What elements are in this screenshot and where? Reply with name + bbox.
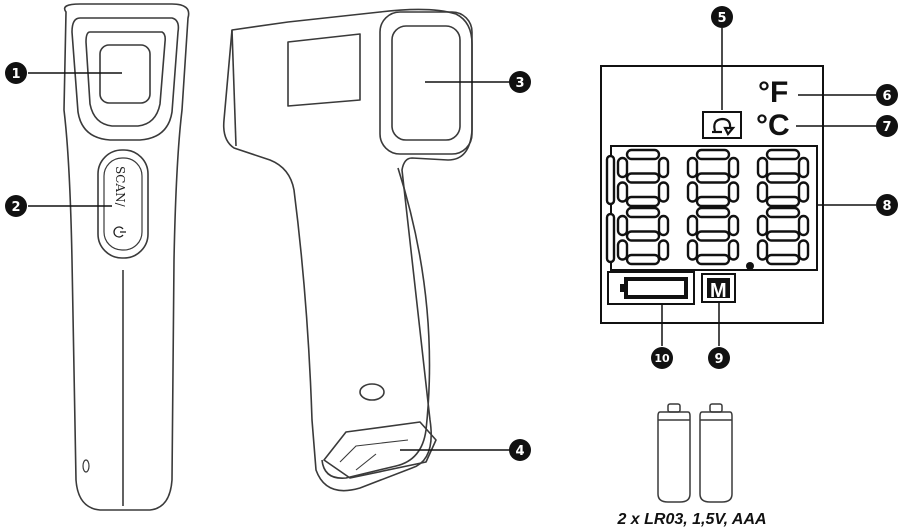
seven-segment-digits bbox=[605, 148, 810, 270]
digit-segment-r0c0-lower-right bbox=[657, 181, 670, 203]
aaa-batteries bbox=[657, 403, 733, 503]
digit-segment-r1c2-lower-left bbox=[756, 239, 769, 261]
digit-segment-r0c2-bottom bbox=[765, 195, 801, 208]
callout-8: 8 bbox=[876, 194, 898, 216]
digit-prefix-lower bbox=[605, 212, 616, 264]
digit-segment-r0c1-upper-left bbox=[686, 156, 699, 179]
digit-segment-r0c2-top bbox=[765, 148, 801, 161]
digit-segment-r1c0-lower-right bbox=[657, 239, 670, 261]
power-icon bbox=[113, 226, 126, 238]
digit-segment-r0c2-upper-left bbox=[756, 156, 769, 179]
digit-segment-r0c2-upper-right bbox=[797, 156, 810, 179]
digit-segment-r0c2-middle bbox=[765, 172, 801, 184]
digit-segment-r1c1-upper-left bbox=[686, 214, 699, 237]
digit-segment-r1c0-upper-right bbox=[657, 214, 670, 237]
callout-3: 3 bbox=[509, 71, 531, 93]
digit-segment-r0c2-lower-right bbox=[797, 181, 810, 203]
digit-segment-r0c2-lower-left bbox=[756, 181, 769, 203]
digit-segment-r1c1-middle bbox=[695, 230, 731, 242]
callout-badges: 1 2 3 4 5 6 7 8 9 10 bbox=[5, 6, 898, 461]
digit-segment-r1c0-top bbox=[625, 206, 661, 219]
digit-segment-r1c1-bottom bbox=[695, 253, 731, 266]
lcd-display: °F °C M bbox=[600, 65, 824, 324]
scan-cycle-icon bbox=[702, 111, 742, 139]
svg-text:4: 4 bbox=[515, 444, 524, 459]
digit-segment-r0c1-top bbox=[695, 148, 731, 161]
thermometer-side-view bbox=[222, 8, 473, 492]
digit-segment-r0c0-bottom bbox=[625, 195, 661, 208]
svg-text:5: 5 bbox=[717, 11, 726, 26]
digit-segment-r1c2-lower-right bbox=[797, 239, 810, 261]
svg-text:8: 8 bbox=[882, 199, 891, 214]
battery-spec-caption: 2 x LR03, 1,5V, AAA bbox=[616, 511, 766, 528]
callout-9: 9 bbox=[708, 347, 730, 369]
digit-segment-r0c0-upper-right bbox=[657, 156, 670, 179]
digit-segment-r0c0-middle bbox=[625, 172, 661, 184]
digit-segment-r1c0-upper-left bbox=[616, 214, 629, 237]
callout-7: 7 bbox=[876, 115, 898, 137]
svg-text:2: 2 bbox=[11, 200, 20, 215]
digit-segment-r0c1-lower-right bbox=[727, 181, 740, 203]
digit-segment-r1c2-upper-left bbox=[756, 214, 769, 237]
digit-segment-r0c1-middle bbox=[695, 172, 731, 184]
battery-cell-right bbox=[699, 403, 733, 503]
digit-segment-r1c2-top bbox=[765, 206, 801, 219]
svg-text:6: 6 bbox=[882, 89, 891, 104]
battery-icon bbox=[607, 271, 695, 305]
fahrenheit-label: °F bbox=[758, 76, 788, 109]
digit-prefix-upper bbox=[605, 154, 616, 206]
callout-1: 1 bbox=[5, 62, 27, 84]
thermometer-front-view bbox=[63, 3, 190, 511]
callout-4: 4 bbox=[509, 439, 531, 461]
digit-segment-r1c0-bottom bbox=[625, 253, 661, 266]
svg-text:1: 1 bbox=[11, 67, 20, 82]
celsius-label: °C bbox=[756, 109, 790, 142]
callout-10: 10 bbox=[651, 347, 673, 369]
callout-2: 2 bbox=[5, 195, 27, 217]
callout-5: 5 bbox=[711, 6, 733, 28]
digit-segment-r1c2-middle bbox=[765, 230, 801, 242]
digit-segment-r1c1-lower-left bbox=[686, 239, 699, 261]
digit-segment-r0c1-lower-left bbox=[686, 181, 699, 203]
scan-button-label: SCAN/ bbox=[113, 166, 127, 208]
digit-segment-r1c0-middle bbox=[625, 230, 661, 242]
battery-cell-left bbox=[657, 403, 691, 503]
digit-segment-r1c1-top bbox=[695, 206, 731, 219]
memory-indicator: M bbox=[701, 273, 736, 303]
digit-segment-r0c0-upper-left bbox=[616, 156, 629, 179]
digit-segment-r1c1-lower-right bbox=[727, 239, 740, 261]
callout-6: 6 bbox=[876, 84, 898, 106]
digit-segment-r0c0-lower-left bbox=[616, 181, 629, 203]
digit-segment-r1c2-upper-right bbox=[797, 214, 810, 237]
svg-text:7: 7 bbox=[882, 120, 891, 135]
svg-text:9: 9 bbox=[714, 352, 723, 367]
memory-label: M bbox=[710, 280, 727, 302]
svg-text:10: 10 bbox=[654, 352, 670, 365]
digit-segment-r0c0-top bbox=[625, 148, 661, 161]
digit-segment-r0c1-upper-right bbox=[727, 156, 740, 179]
decimal-point bbox=[746, 262, 754, 270]
digit-segment-r1c0-lower-left bbox=[616, 239, 629, 261]
leader-lines bbox=[28, 28, 876, 451]
svg-text:3: 3 bbox=[515, 76, 524, 91]
svg-text:SCAN/: SCAN/ bbox=[113, 166, 127, 208]
digit-segment-r1c2-bottom bbox=[765, 253, 801, 266]
digit-segment-r0c1-bottom bbox=[695, 195, 731, 208]
digit-segment-r1c1-upper-right bbox=[727, 214, 740, 237]
